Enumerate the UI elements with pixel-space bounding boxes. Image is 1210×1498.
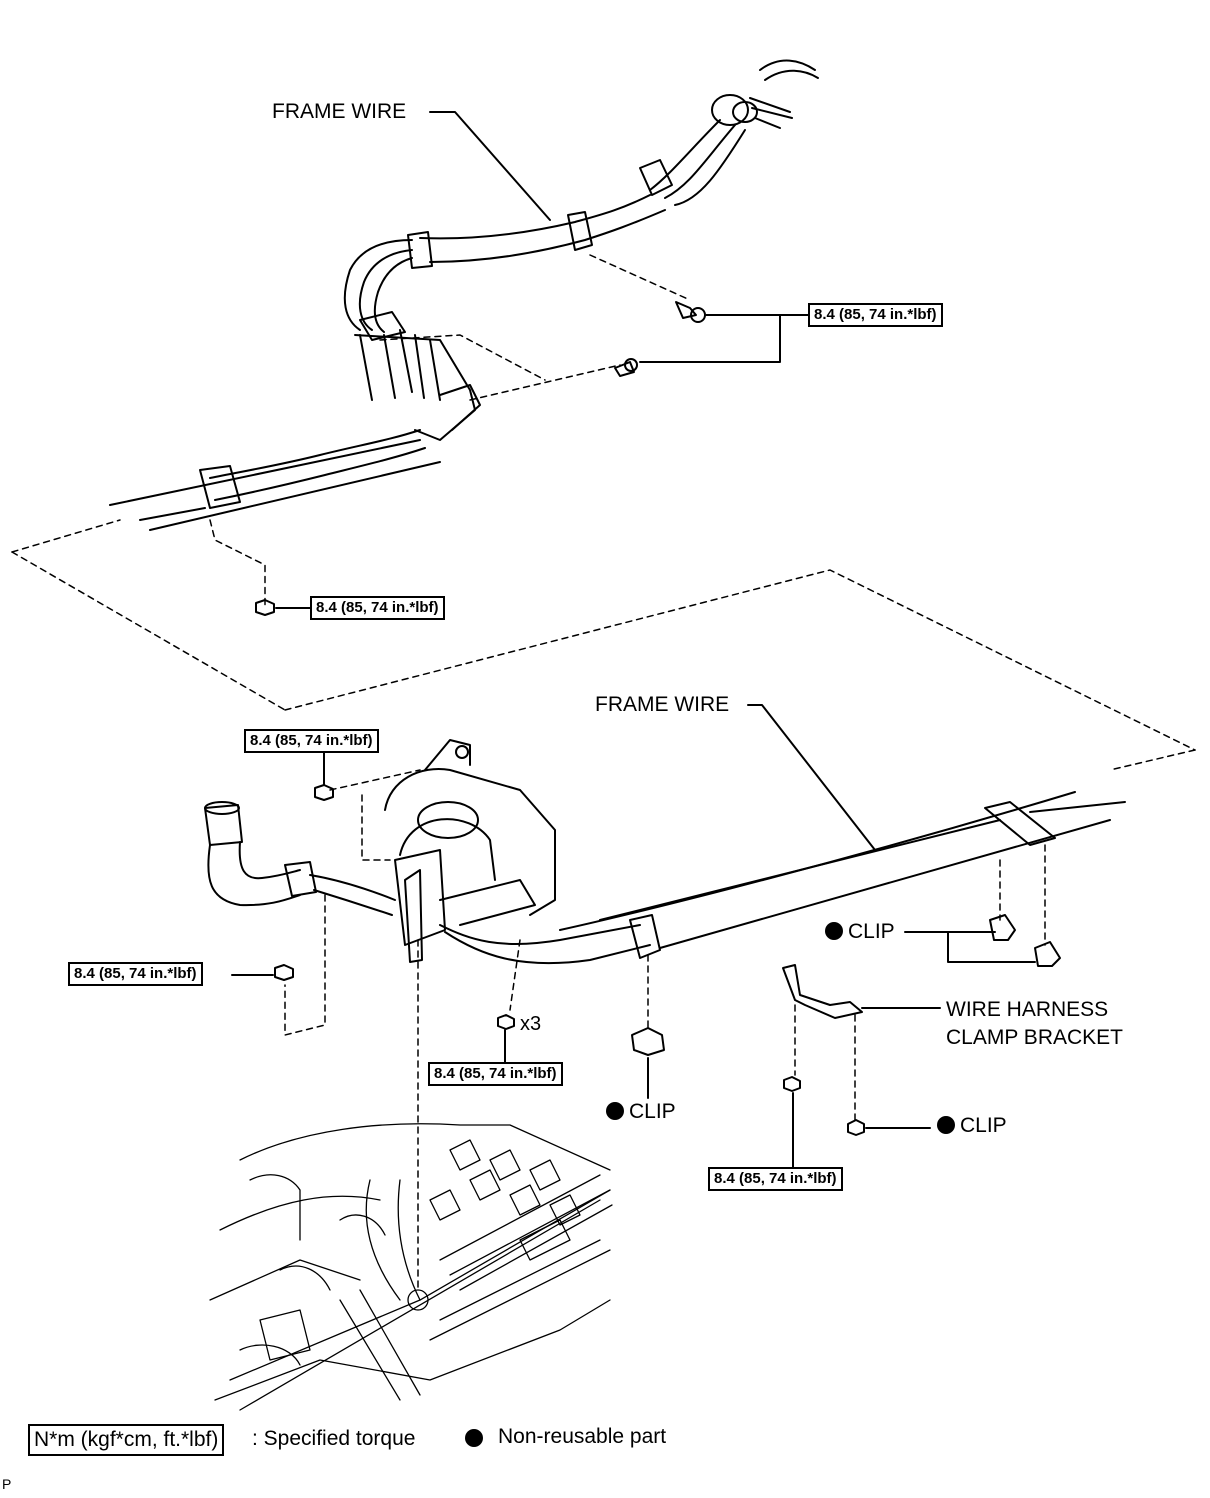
nut-x3 — [497, 1014, 515, 1030]
clip-text: CLIP — [629, 1100, 676, 1123]
legend-torque-desc: : Specified torque — [252, 1427, 416, 1450]
torque-label-bracket-nut: 8.4 (85, 74 in.*lbf) — [708, 1167, 843, 1191]
torque-label-lower-top: 8.4 (85, 74 in.*lbf) — [244, 729, 379, 753]
nut-lower-left — [274, 964, 294, 981]
clip-right-1 — [989, 914, 1016, 941]
wire-harness-clamp-bracket-label: WIRE HARNESS CLAMP BRACKET — [946, 998, 1123, 1049]
clamp-bracket — [782, 964, 863, 1019]
nonreusable-marker-icon — [937, 1116, 955, 1134]
clip-label-center: CLIP — [606, 1100, 676, 1124]
clip-label-bracket: CLIP — [937, 1114, 1007, 1138]
frame-wire-label-bottom: FRAME WIRE — [595, 693, 730, 716]
corner-mark: P — [2, 1476, 12, 1492]
engine-bay-inset — [209, 1123, 613, 1411]
clip-bracket — [847, 1119, 865, 1136]
clip-text: CLIP — [848, 920, 895, 943]
torque-label-lower-left: 8.4 (85, 74 in.*lbf) — [68, 962, 203, 986]
clip-text: CLIP — [960, 1114, 1007, 1137]
torque-label-lower-center: 8.4 (85, 74 in.*lbf) — [428, 1062, 563, 1086]
legend-nonreusable-desc: Non-reusable part — [498, 1425, 667, 1448]
torque-label-upper-bolt: 8.4 (85, 74 in.*lbf) — [808, 303, 943, 327]
clip-center — [631, 1027, 665, 1056]
nonreusable-dot — [465, 1429, 483, 1447]
lower-frame-wire — [204, 739, 1126, 1291]
clip-label-right: CLIP — [825, 920, 895, 944]
nut-bracket — [783, 1076, 801, 1092]
legend-torque-unit: N*m (kgf*cm, ft.*lbf) — [28, 1424, 225, 1456]
quantity-label: x3 — [520, 1013, 542, 1035]
bolt-upper-1 — [675, 301, 706, 323]
nonreusable-marker-icon — [825, 922, 843, 940]
upper-frame-wire — [11, 59, 1196, 771]
torque-label-upper-nut: 8.4 (85, 74 in.*lbf) — [310, 596, 445, 620]
nut-upper — [255, 599, 275, 616]
bolt-upper-2 — [614, 358, 638, 377]
nonreusable-marker-icon — [606, 1102, 624, 1120]
nut-lower-top — [314, 784, 334, 801]
clip-right-2 — [1034, 941, 1061, 967]
frame-wire-label-top: FRAME WIRE — [272, 100, 407, 123]
